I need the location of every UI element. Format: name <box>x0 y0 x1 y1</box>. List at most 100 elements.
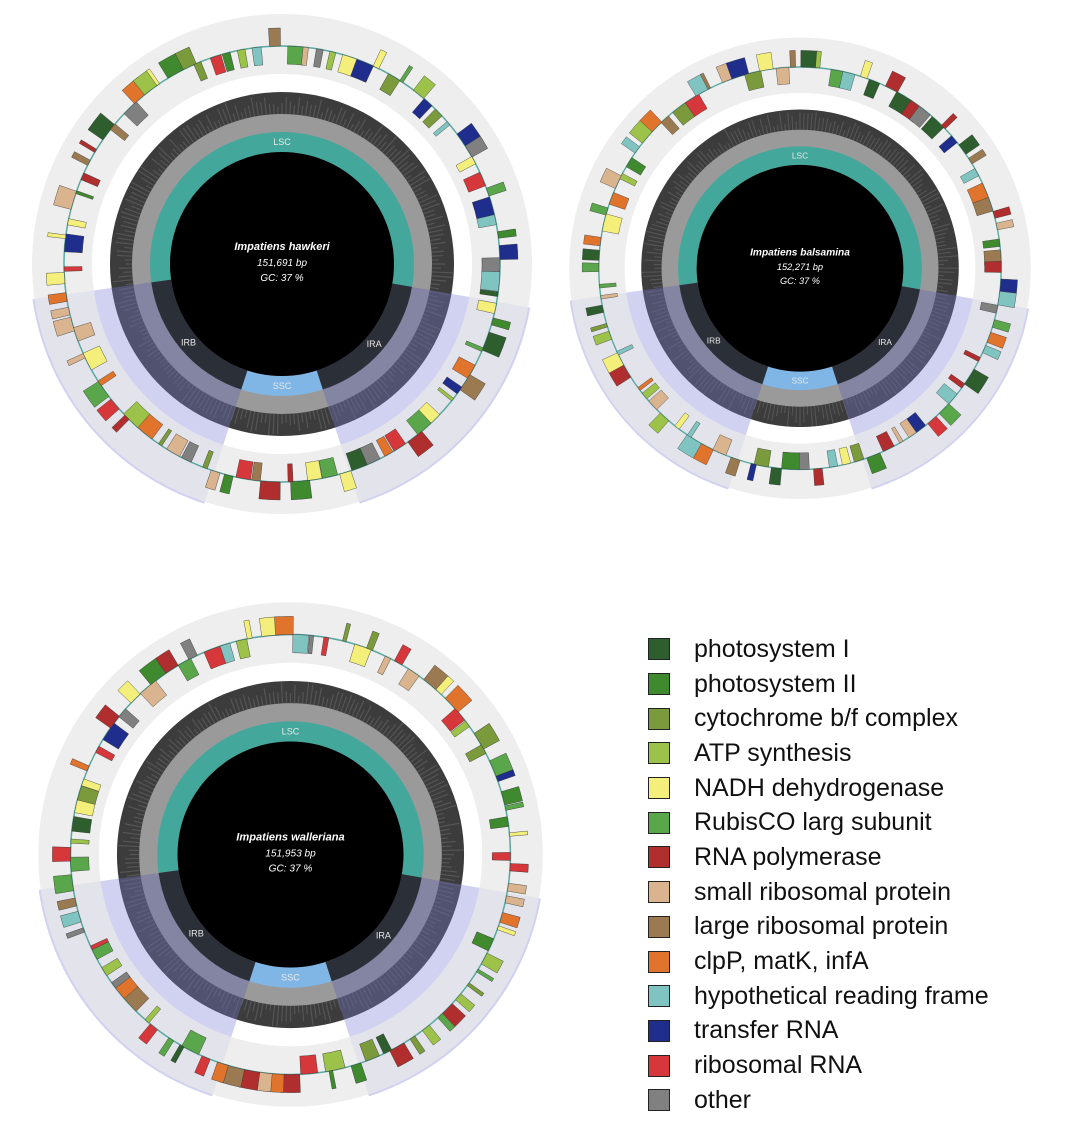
gc-bar <box>139 328 147 333</box>
gc-bar <box>687 160 700 174</box>
gc-bar <box>324 107 329 121</box>
gc-bar <box>842 130 846 137</box>
gene-block <box>138 1023 158 1045</box>
gc-bar <box>407 170 426 183</box>
irb-segment <box>151 279 248 390</box>
gc-bar <box>412 942 423 951</box>
gc-content: GC: 37 % <box>260 273 303 284</box>
gc-bar <box>430 241 446 246</box>
gc-bar <box>124 881 142 886</box>
gc-bar <box>142 331 149 336</box>
gc-bar <box>671 333 679 339</box>
gc-bar <box>688 365 703 381</box>
gene-block <box>53 874 74 894</box>
gc-bar <box>430 282 440 286</box>
gc-bar <box>384 145 395 156</box>
gc-bar <box>730 389 735 396</box>
gc-bar <box>651 282 663 285</box>
gene-block <box>798 452 810 470</box>
gc-bar <box>234 105 240 121</box>
gene-block <box>909 105 931 128</box>
gc-bar <box>423 926 437 935</box>
gc-bar <box>937 251 952 255</box>
genome-size: 151,953 bp <box>265 849 316 860</box>
gc-bar <box>409 175 426 187</box>
gc-bar <box>207 711 216 724</box>
gc-bar <box>351 992 358 1004</box>
gc-bar <box>220 402 226 412</box>
gene-block <box>318 457 338 479</box>
gc-bar <box>234 698 241 713</box>
gc-bar <box>375 133 388 148</box>
gene-block <box>504 801 525 811</box>
gc-bar <box>260 412 264 423</box>
gc-bar <box>413 335 433 347</box>
gene-block <box>52 316 75 337</box>
gc-bar <box>787 112 790 131</box>
gc-bar <box>430 911 438 916</box>
gc-bar <box>424 213 436 219</box>
gc-bar <box>244 409 248 419</box>
gene-block <box>406 409 432 435</box>
gene-block <box>96 398 120 422</box>
gc-bar <box>672 349 689 361</box>
gc-bar <box>434 900 442 904</box>
gc-bar <box>871 137 881 151</box>
gc-bar <box>828 122 832 133</box>
gene-block <box>219 642 236 664</box>
gene-block <box>235 459 254 480</box>
gc-bar <box>369 125 384 144</box>
gc-bar <box>157 168 164 174</box>
gene-block <box>102 722 129 750</box>
gc-bar <box>434 801 452 809</box>
gene-block <box>582 248 600 261</box>
legend-label: RubisCO larg subunit <box>694 808 932 837</box>
gc-bar <box>428 784 448 794</box>
legend-swatch <box>648 1054 670 1077</box>
gene-block <box>305 460 323 481</box>
gc-bar <box>335 107 343 125</box>
gc-bar <box>340 696 347 713</box>
gc-bar <box>164 949 174 957</box>
gc-bar <box>138 804 147 809</box>
gene-block <box>450 720 470 738</box>
gene-block <box>608 192 630 210</box>
gc-bar <box>293 413 296 425</box>
gc-bar <box>835 401 840 416</box>
gene-block <box>71 816 92 834</box>
gc-bar <box>398 357 406 365</box>
gc-bar <box>300 105 304 116</box>
gc-bar <box>938 259 948 262</box>
gc-bar <box>232 996 241 1018</box>
gc-bar <box>418 324 435 333</box>
gc-bar <box>852 126 860 141</box>
gc-bar <box>438 885 454 890</box>
gc-bar <box>268 693 272 705</box>
gene-block <box>342 622 351 642</box>
gene-block <box>938 135 958 154</box>
gc-bar <box>327 406 334 421</box>
gc-bar <box>221 992 230 1009</box>
gc-bar <box>420 199 436 208</box>
gc-bar <box>904 357 920 371</box>
region-label-ssc: SSC <box>273 381 292 391</box>
gc-bar <box>727 391 738 410</box>
region-label-ira: IRA <box>367 339 382 349</box>
gc-bar <box>936 289 948 293</box>
gene-block <box>876 431 895 452</box>
gc-bar <box>130 837 141 840</box>
gc-bar <box>327 109 333 122</box>
gc-bar <box>681 352 691 360</box>
gc-bar <box>336 692 344 711</box>
gc-bar <box>425 306 438 311</box>
gene-block <box>375 1033 392 1055</box>
gc-bar <box>405 747 416 757</box>
gc-bar <box>923 196 941 206</box>
gc-bar <box>353 395 362 411</box>
gc-bar <box>209 399 218 416</box>
gc-bar <box>191 718 203 733</box>
gc-bar <box>202 981 209 990</box>
gene-block <box>205 469 221 491</box>
gc-bar <box>810 113 813 131</box>
gc-bar <box>186 725 196 738</box>
